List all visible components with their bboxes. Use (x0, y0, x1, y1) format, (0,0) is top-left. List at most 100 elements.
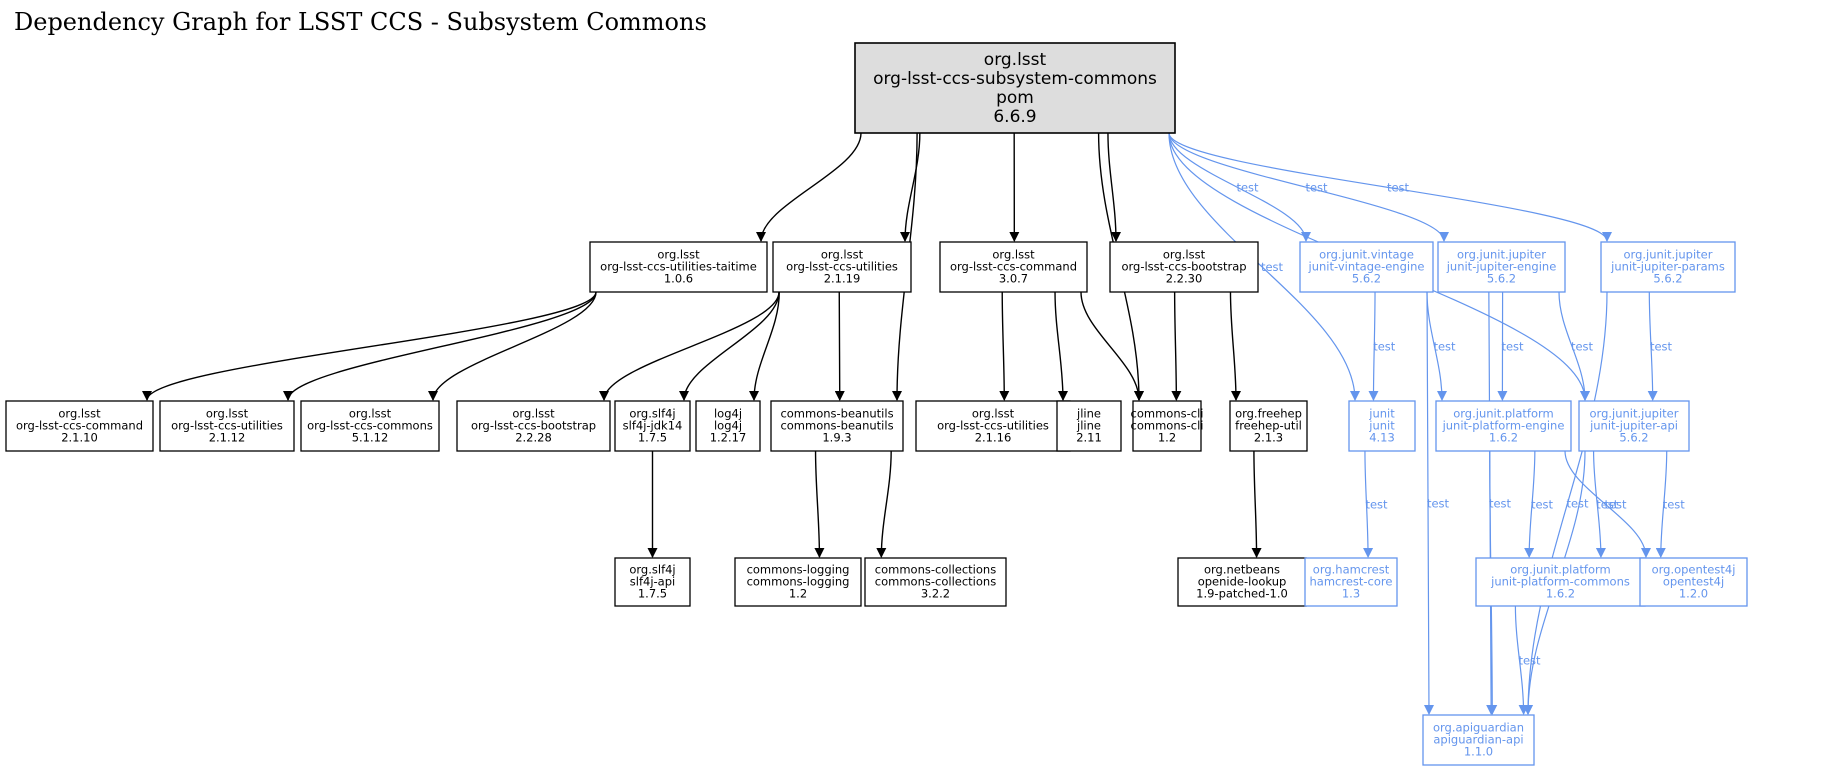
node-box (1056, 400, 1122, 452)
node-label-line: slf4j-api (630, 575, 675, 589)
node-label-line: junit-jupiter-params (1610, 260, 1725, 274)
edge-command307-to-cli (1080, 291, 1144, 401)
edge-util2119-to-slf4jjdk (679, 291, 780, 401)
node-label-line: freehep-util (1235, 419, 1302, 433)
node-label-line: 2.1.19 (824, 271, 861, 285)
edge-taitime-to-command2110 (142, 291, 597, 401)
edge-command307-to-jline (1054, 291, 1068, 401)
node-label-line: 3.0.7 (999, 271, 1028, 285)
node-label-line: commons-collections (875, 563, 996, 577)
node-label-line: org.junit.platform (1510, 563, 1611, 577)
node-label-line: 2.1.16 (975, 430, 1012, 444)
edge-root-to-jupparams (1168, 132, 1612, 242)
node-label-line: 1.0.6 (664, 271, 693, 285)
edge-label: test (1518, 654, 1541, 668)
node-label-line: org.lsst (349, 407, 392, 421)
edge-label: test (1427, 497, 1450, 511)
edge-label: test (1566, 497, 1589, 511)
edge-beanutils-to-collections (876, 450, 892, 558)
node-box (1132, 400, 1202, 452)
node-box (1109, 241, 1259, 293)
edge-vintage-to-apiguardian (1423, 291, 1434, 715)
edge-jupengine-to-jupapi (1558, 291, 1590, 401)
edge-bootstrap2230-to-freehep (1229, 291, 1241, 401)
node-label-line: pom (996, 88, 1034, 108)
node-box (1422, 714, 1535, 766)
node-label-line: org.freehep (1235, 407, 1302, 421)
node-label-line: org.junit.jupiter (1457, 248, 1546, 262)
edge-freehep-to-openide (1251, 450, 1262, 558)
edge-label: test (1571, 340, 1594, 354)
edge-util2119-to-bootstrap2228 (599, 291, 780, 401)
node-label-line: org.slf4j (629, 407, 675, 421)
node-label-line: org.junit.jupiter (1590, 407, 1679, 421)
node-collections: commons-collectionscommons-collections3.… (864, 557, 1007, 607)
node-label-line: 2.2.28 (515, 430, 552, 444)
node-label-line: org.hamcrest (1313, 563, 1390, 577)
node-label-line: org.lsst (58, 407, 101, 421)
node-box (1435, 400, 1572, 452)
edge-label: test (1387, 181, 1410, 195)
node-label-line: commons-cli (1131, 407, 1204, 421)
node-label-line: junit-jupiter-engine (1446, 260, 1557, 274)
node-box (5, 400, 154, 452)
node-label-line: 1.6.2 (1489, 430, 1518, 444)
edge-label: test (1501, 340, 1524, 354)
node-label-line: org.lsst (821, 248, 864, 262)
node-label-line: 2.1.3 (1254, 430, 1283, 444)
node-label-line: org.lsst (512, 407, 555, 421)
edge-label: test (1373, 340, 1396, 354)
edge-root-to-vintage (1168, 132, 1311, 242)
node-label-line: junit-platform-engine (1442, 419, 1565, 433)
edge-bootstrap2230-to-cli (1171, 291, 1182, 401)
node-box (589, 241, 768, 293)
node-label-line: org.lsst (992, 248, 1035, 262)
node-box (456, 400, 611, 452)
node-box (1578, 400, 1690, 452)
edge-command307-to-util2116 (999, 291, 1010, 401)
edge-vintage-to-junit (1368, 291, 1379, 401)
node-label-line: apiguardian-api (1433, 733, 1523, 747)
edge-junit-to-hamcrest (1363, 450, 1374, 558)
node-label-line: opentest4j (1663, 575, 1724, 589)
node-label-line: org.junit.jupiter (1624, 248, 1713, 262)
node-platcommons: org.junit.platformjunit-platform-commons… (1475, 557, 1646, 607)
node-label-line: hamcrest-core (1310, 575, 1393, 589)
edge-jupapi-to-platcommons (1592, 450, 1606, 558)
edge-jupparams-to-apiguardian (1523, 291, 1608, 715)
node-box (734, 557, 862, 607)
node-label-line: junit (1368, 407, 1395, 421)
node-label-line: 1.2.17 (710, 430, 747, 444)
node-box (1600, 241, 1736, 293)
node-label-line: org-lsst-ccs-utilities (171, 419, 283, 433)
node-taitime: org.lsstorg-lsst-ccs-utilities-taitime1.… (589, 241, 768, 293)
node-vintage: org.junit.vintagejunit-vintage-engine5.6… (1299, 241, 1434, 293)
node-label-line: 4.13 (1369, 430, 1395, 444)
node-label-line: 5.1.12 (352, 430, 389, 444)
node-label-line: org-lsst-ccs-subsystem-commons (873, 69, 1157, 89)
node-label-line: org.lsst (206, 407, 249, 421)
node-box (915, 400, 1071, 452)
node-label-line: 1.2 (789, 586, 807, 600)
node-label-line: jline (1076, 407, 1101, 421)
node-label-line: org.lsst (657, 248, 700, 262)
edge-platcommons-to-apiguardian (1514, 605, 1529, 715)
node-label-line: 3.2.2 (921, 586, 950, 600)
node-box (939, 241, 1088, 293)
node-label-line: org.netbeans (1204, 563, 1280, 577)
edge-label: test (1663, 498, 1686, 512)
